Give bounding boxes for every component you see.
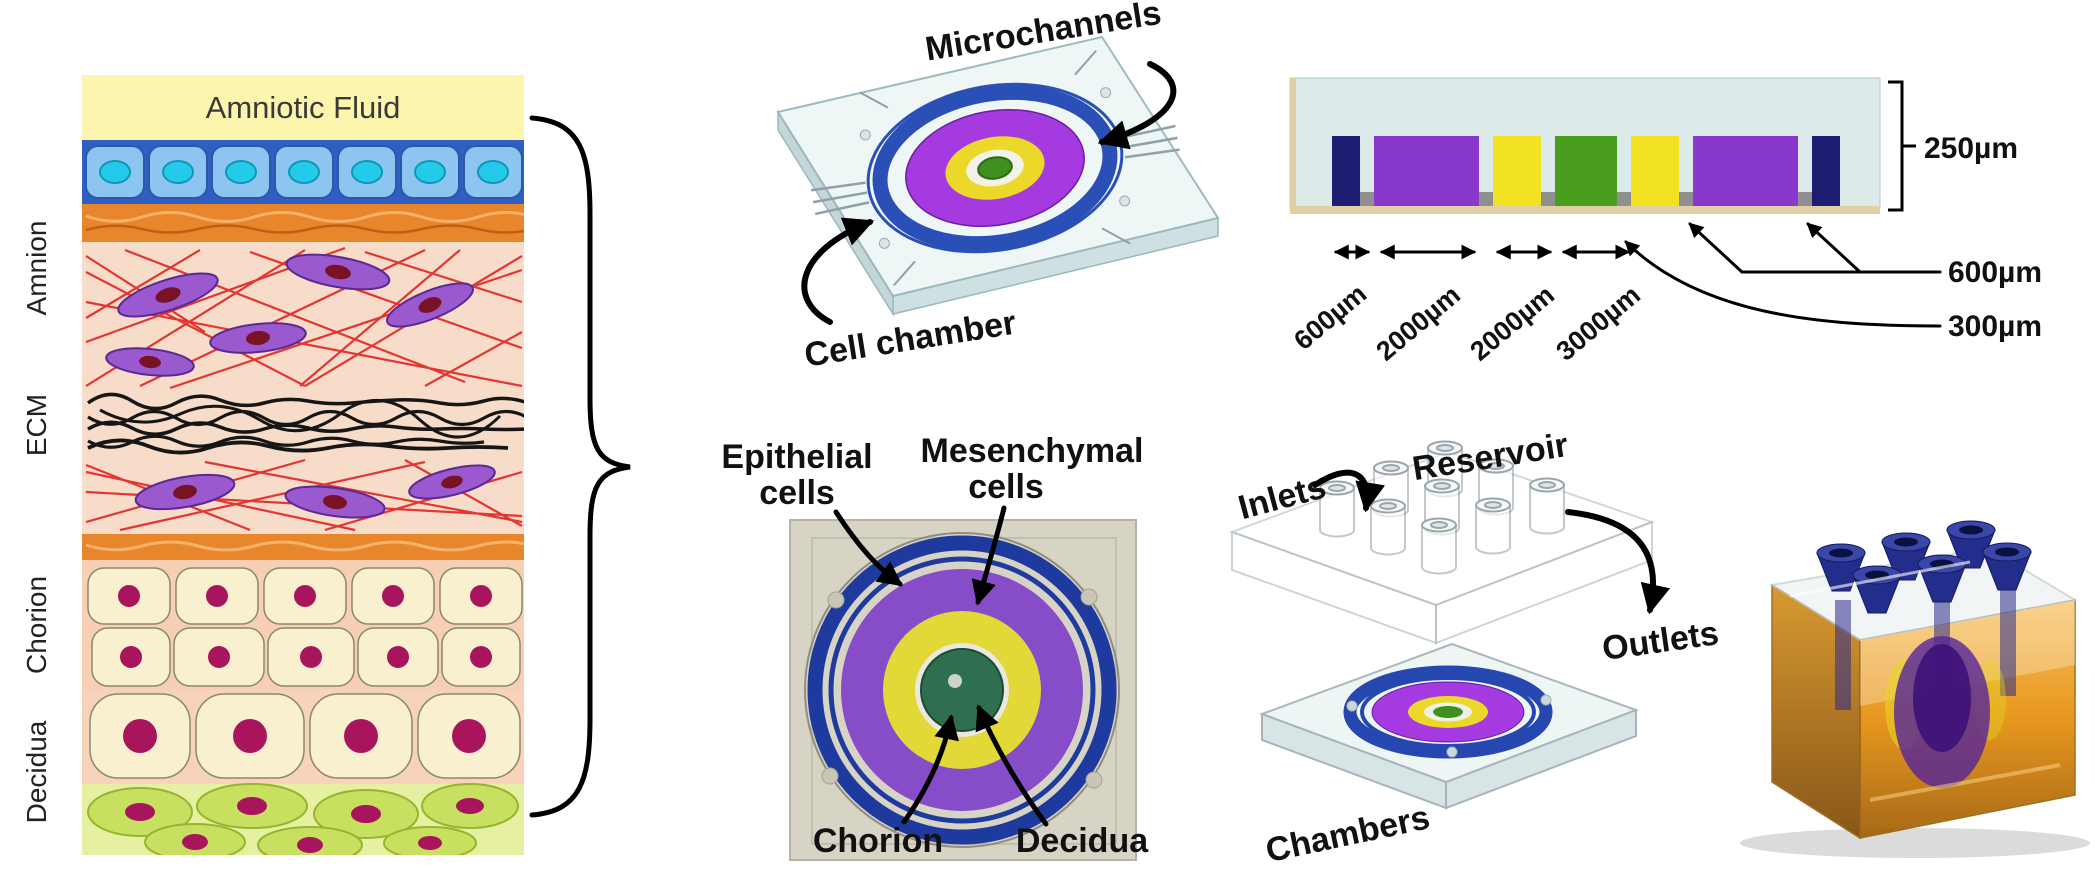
port-nub xyxy=(859,129,871,141)
green-chamber xyxy=(1433,706,1463,718)
microchannel-lines xyxy=(810,124,1180,216)
port-nub xyxy=(1446,746,1458,758)
histology-panel: Amniotic Fluid Amnion ECM Chorion Decidu… xyxy=(21,75,524,855)
epithelial-arrow xyxy=(833,509,904,587)
device-top-view: Epithelial cells Mesenchymal cells Chori… xyxy=(721,432,1149,861)
side-dim-600-arrow-b xyxy=(1688,222,1744,274)
inlets-arrow xyxy=(1312,469,1385,513)
purple-block-left xyxy=(1374,136,1479,206)
reservoir-wells xyxy=(1319,440,1565,575)
outer-groove xyxy=(804,532,1120,848)
chorion-label: Chorion xyxy=(813,822,943,860)
layer-label-ecm: ECM xyxy=(21,394,52,456)
outlets-label: Outlets xyxy=(1600,614,1721,668)
epithelial-label-line1: Epithelial xyxy=(721,438,872,476)
mesenchymal-label-line1: Mesenchymal xyxy=(921,432,1144,470)
blue-ring-inner xyxy=(1360,676,1536,748)
bubble xyxy=(948,674,962,688)
photo-shadow xyxy=(1740,828,2090,858)
layer-label-chorion: Chorion xyxy=(21,576,52,674)
chorion-arrow xyxy=(901,714,959,825)
gap-blocks xyxy=(1360,192,1812,206)
epithelial-cell-row xyxy=(85,145,523,199)
green-chamber xyxy=(977,156,1013,180)
side-dim-600-label: 600µm xyxy=(1948,256,2042,289)
device-photo xyxy=(1740,520,2090,858)
port-nub xyxy=(1346,700,1358,712)
chorion-cells xyxy=(87,567,523,687)
yellow-block-right xyxy=(1631,136,1679,206)
width-dim-3: 3000µm xyxy=(1550,280,1646,367)
cell-chamber-arrow xyxy=(801,217,875,325)
purple-core xyxy=(1913,644,1971,752)
blue-ring-inner xyxy=(828,556,1096,824)
amniotic-fluid-band xyxy=(82,75,524,140)
port-nub xyxy=(1540,694,1552,706)
port-nubs xyxy=(821,588,1103,789)
side-dim-300-label: 300µm xyxy=(1948,310,2042,343)
decidua-arrow xyxy=(975,704,1049,827)
cross-section-diagram: 250µm 600µm 2000µm 2000µm 3000µm 600µm 3… xyxy=(1288,77,2042,367)
diagonal-channel-lines xyxy=(859,49,1131,287)
cross-section-left-edge xyxy=(1290,78,1296,214)
fibroblast-cells xyxy=(105,253,496,519)
height-dim-label: 250µm xyxy=(1924,132,2018,165)
cross-section-substrate xyxy=(1290,206,1880,214)
internal-chambers xyxy=(1835,584,2016,788)
green-block xyxy=(1555,136,1617,206)
mesenchymal-label-line2: cells xyxy=(968,468,1044,506)
layer-label-amnion: Amnion xyxy=(21,221,52,316)
chamber-plate xyxy=(1259,642,1639,810)
chambers-label: Chambers xyxy=(1262,798,1433,870)
outlets-arrow xyxy=(1565,509,1671,615)
epithelial-label-line2: cells xyxy=(759,474,835,512)
decidua-large-cells xyxy=(89,693,521,779)
navy-block-left xyxy=(1332,136,1360,206)
green-chamber xyxy=(920,648,1004,732)
height-bracket xyxy=(1888,80,1916,212)
mesenchymal-arrow xyxy=(971,505,1007,606)
device-ports xyxy=(1816,520,2032,614)
yellow-block-left xyxy=(1493,136,1541,206)
amniotic-fluid-label: Amniotic Fluid xyxy=(206,90,401,125)
width-dim-2: 2000µm xyxy=(1464,280,1560,367)
ecm-mesh xyxy=(86,392,524,455)
layer-label-decidua: Decidua xyxy=(21,720,52,823)
chorion-membrane-band xyxy=(82,534,524,560)
port-nub xyxy=(1100,87,1112,99)
width-dim-1: 2000µm xyxy=(1370,280,1466,367)
liquid-highlight xyxy=(1869,763,2061,802)
gloss-highlight xyxy=(1789,560,1971,598)
cell-chamber-label: Cell chamber xyxy=(802,304,1019,375)
brace xyxy=(529,115,631,818)
decidua-label: Decidua xyxy=(1016,822,1149,860)
basement-membrane-band xyxy=(82,204,524,242)
side-dim-300-arrow xyxy=(1624,240,1942,328)
width-dim-0: 600µm xyxy=(1288,278,1372,355)
exploded-assembly: Inlets Reservoir Outlets Chambers xyxy=(1229,426,1721,870)
purple-block-right xyxy=(1693,136,1798,206)
microchannels-arrow xyxy=(1097,61,1177,150)
port-nub xyxy=(1119,195,1131,207)
chip-3d-schematic: Microchannels Cell chamber xyxy=(776,0,1220,375)
port-nub xyxy=(878,237,890,249)
blue-ring xyxy=(807,535,1117,845)
side-dim-600-arrow-a xyxy=(1806,222,1862,274)
decidua-green-cells xyxy=(87,783,519,855)
navy-block-right xyxy=(1812,136,1840,206)
